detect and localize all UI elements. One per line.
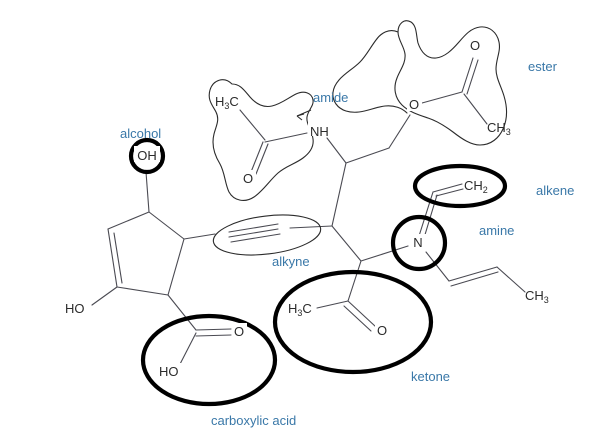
group-label-amine: amine bbox=[479, 223, 514, 238]
group-label-alkene: alkene bbox=[536, 183, 574, 198]
cyclopentene-ring bbox=[91, 171, 185, 306]
atom-label-o-amide: O bbox=[241, 170, 256, 186]
atom-o-amide: O bbox=[243, 171, 253, 186]
amide-pointer-arrow bbox=[296, 109, 312, 121]
atom-ch2-alkene: CH bbox=[464, 178, 483, 193]
atom-label-o-ketone: O bbox=[375, 323, 390, 338]
highlight-alcohol-circle[interactable] bbox=[128, 137, 166, 175]
atom-label-oh-alcohol: OH bbox=[134, 146, 160, 163]
atom-nh-amide: NH bbox=[310, 124, 329, 139]
group-label-carboxylic-acid: carboxylic acid bbox=[211, 413, 296, 428]
ester-group bbox=[421, 57, 488, 125]
svg-text:H3C: H3C bbox=[215, 94, 239, 111]
atom-label-ho-acid: HO bbox=[157, 363, 182, 379]
atom-o-ester-carbonyl: O bbox=[470, 38, 480, 53]
atom-label-h3c-amide: H3C bbox=[215, 94, 239, 111]
group-label-ester: ester bbox=[528, 59, 558, 74]
ketone-group bbox=[316, 300, 377, 332]
carboxylic-acid-group bbox=[167, 294, 232, 369]
atom-label-h3c-ketone: H3C bbox=[288, 301, 312, 318]
atom-o-acid-carbonyl: O bbox=[234, 324, 244, 339]
alkyne-group bbox=[183, 223, 333, 243]
atom-o-ketone: O bbox=[377, 323, 387, 338]
atom-label-ch2-alkene: CH2 bbox=[464, 178, 488, 195]
group-label-amide: amide bbox=[313, 90, 348, 105]
atom-oh-alcohol: OH bbox=[137, 148, 157, 163]
highlight-alkene-ellipse[interactable] bbox=[412, 163, 508, 209]
freeform-outline-ester bbox=[332, 20, 508, 146]
svg-text:H3C: H3C bbox=[288, 301, 312, 318]
svg-text:CH2: CH2 bbox=[464, 178, 488, 195]
atom-label-o-ester-carbonyl: O bbox=[468, 38, 483, 53]
atom-label-ch3-ester: CH3 bbox=[487, 120, 511, 137]
atom-o-ester-ether: O bbox=[409, 97, 419, 112]
atom-h3c-ketone: H bbox=[288, 301, 297, 316]
group-label-ketone: ketone bbox=[411, 369, 450, 384]
backbone-chain bbox=[326, 114, 411, 302]
atom-label-n-amine: N bbox=[411, 234, 426, 250]
atom-ch3-chain-end: CH bbox=[525, 288, 544, 303]
atom-ho-acid: HO bbox=[159, 364, 179, 379]
atom-label-o-ester-ether: O bbox=[407, 96, 422, 112]
atom-ho-ring: HO bbox=[65, 301, 85, 316]
atom-h3c-amide: H bbox=[215, 94, 224, 109]
amide-group bbox=[239, 109, 308, 175]
highlight-amine-circle[interactable] bbox=[390, 214, 448, 272]
atom-label-ho-ring: HO bbox=[65, 301, 85, 316]
group-label-alkyne: alkyne bbox=[272, 254, 310, 269]
highlight-alkyne-ellipse[interactable] bbox=[211, 210, 323, 261]
atom-n-amine: N bbox=[413, 235, 422, 250]
highlight-carboxylic-acid-ellipse[interactable] bbox=[140, 313, 278, 407]
atom-ch3-ester: CH bbox=[487, 120, 506, 135]
atom-label-ch3-chain-end: CH3 bbox=[525, 288, 549, 305]
atom-label-nh-amide: NH bbox=[308, 121, 332, 139]
highlight-ketone-ellipse[interactable] bbox=[272, 269, 434, 375]
svg-text:CH3: CH3 bbox=[525, 288, 549, 305]
atom-label-o-acid-carbonyl: O bbox=[232, 323, 247, 339]
amine-alkene-group bbox=[418, 183, 526, 293]
freeform-outline-amide bbox=[208, 79, 314, 201]
group-label-alcohol: alcohol bbox=[120, 126, 161, 141]
svg-text:CH3: CH3 bbox=[487, 120, 511, 137]
